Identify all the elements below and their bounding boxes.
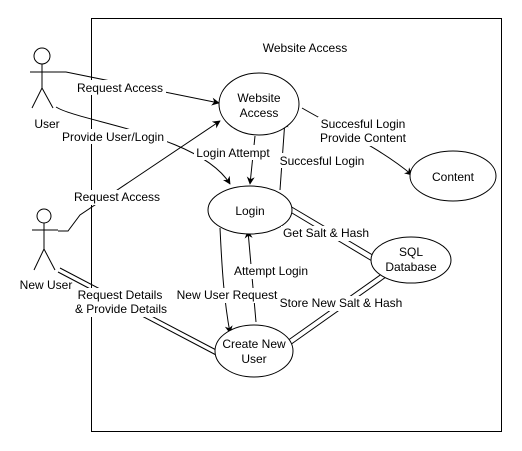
edge-newuser-request-access [58, 120, 221, 232]
actor-new-user-label: New User [20, 278, 73, 292]
actor-user-label: User [34, 117, 59, 131]
svg-text:Store New Salt & Hash: Store New Salt & Hash [280, 296, 403, 310]
actor-new-user-head [36, 208, 52, 224]
usecase-login-label: Login [235, 204, 264, 218]
label-provide-user-login: Provide User/Login [59, 129, 167, 144]
label-new-user-request: New User Request [175, 288, 279, 303]
usecase-website-access: Website Access [218, 72, 300, 136]
usecase-content-label: Content [432, 170, 475, 184]
svg-text:Attempt Login: Attempt Login [234, 264, 308, 278]
usecase-website-access-label-2: Access [240, 106, 279, 120]
svg-text:Request Access: Request Access [74, 190, 160, 204]
label-successful-login: Succesful Login [278, 153, 366, 168]
usecase-create-new-user-label-2: User [241, 352, 266, 366]
usecase-create-new-user-label-1: Create New [222, 337, 286, 351]
svg-text:Login Attempt: Login Attempt [196, 146, 270, 160]
system-title: Website Access [263, 41, 347, 55]
actor-user-head [33, 47, 51, 65]
usecase-sql-database-shape [370, 236, 452, 284]
usecase-website-access-label-1: Website [237, 91, 280, 105]
usecase-create-new-user: Create New User [214, 324, 294, 378]
label-store-salt-hash: Store New Salt & Hash [278, 296, 406, 311]
usecase-login: Login [207, 185, 293, 235]
usecase-content-shape [409, 150, 497, 202]
svg-text:New User Request: New User Request [177, 288, 278, 302]
svg-text:Succesful Login: Succesful Login [280, 154, 365, 168]
svg-text:Get Salt & Hash: Get Salt & Hash [283, 226, 369, 240]
label-attempt-login: Attempt Login [232, 264, 310, 279]
usecase-login-shape [207, 185, 293, 235]
svg-text:Succesful Login: Succesful Login [321, 117, 406, 131]
svg-text:Provide User/Login: Provide User/Login [62, 130, 164, 144]
edge-new-user-request [219, 227, 233, 334]
usecase-website-access-shape [218, 72, 300, 136]
label-request-provide-details: Request Details & Provide Details [74, 288, 168, 317]
usecase-sql-database-label-2: Database [385, 260, 437, 274]
usecase-create-new-user-shape [214, 324, 294, 378]
actor-new-user: New User [20, 208, 73, 292]
label-successful-login-content: Succesful Login Provide Content [318, 117, 410, 146]
system-boundary [91, 18, 502, 432]
label-get-salt-hash: Get Salt & Hash [281, 226, 371, 241]
label-newuser-request-access: Request Access [71, 190, 163, 205]
usecase-sql-database: SQL Database [370, 236, 452, 284]
label-user-request-access: Request Access [74, 80, 166, 95]
svg-text:Request Details: Request Details [78, 288, 163, 302]
svg-text:& Provide Details: & Provide Details [75, 302, 167, 316]
svg-text:Request Access: Request Access [77, 81, 163, 95]
edge-user-request-access [54, 71, 220, 106]
svg-text:Provide Content: Provide Content [320, 131, 407, 145]
actor-user: User [30, 47, 60, 131]
usecase-content: Content [409, 150, 497, 202]
usecase-sql-database-label-1: SQL [399, 245, 423, 259]
label-login-attempt: Login Attempt [194, 145, 272, 160]
